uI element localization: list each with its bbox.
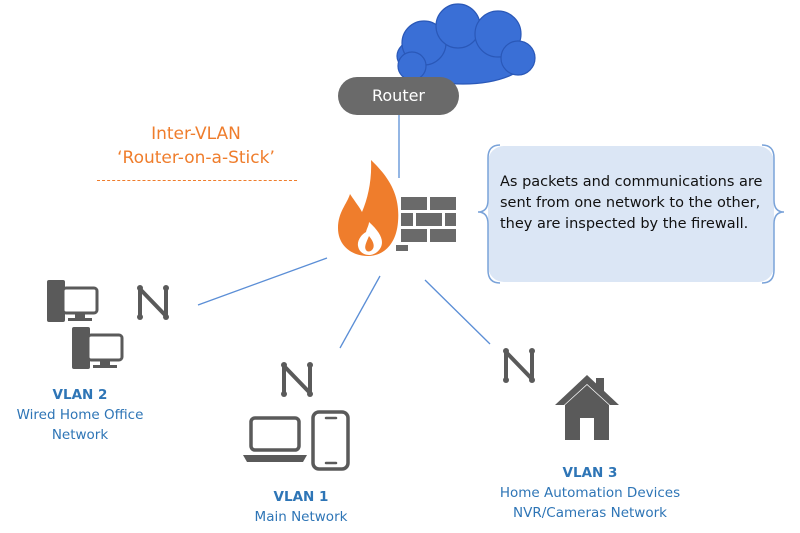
mobile-phone-icon bbox=[311, 410, 350, 471]
vlan-description: Network bbox=[51, 427, 109, 443]
firewall-icon bbox=[338, 160, 456, 256]
flame-core bbox=[365, 236, 374, 252]
callout-box bbox=[477, 144, 785, 284]
vlan-description: Main Network bbox=[254, 509, 348, 525]
firewall-vlan1-link bbox=[339, 275, 381, 349]
desktop-computer-icon bbox=[72, 327, 124, 369]
title-underline bbox=[97, 180, 297, 181]
laptop-icon bbox=[243, 416, 307, 462]
firewall-vlan2-link bbox=[197, 257, 328, 306]
vlan2-label: VLAN 2 Wired Home Office Network bbox=[5, 385, 155, 445]
house-icon bbox=[555, 375, 619, 440]
vlan-name: VLAN 2 bbox=[52, 387, 108, 403]
network-links bbox=[197, 115, 491, 349]
vlan-description: NVR/Cameras Network bbox=[513, 505, 667, 521]
vlan-description: Wired Home Office bbox=[16, 407, 144, 423]
network-switch-icon bbox=[137, 285, 169, 320]
vlan3-label: VLAN 3 Home Automation Devices NVR/Camer… bbox=[480, 463, 700, 523]
brick-wall bbox=[396, 197, 456, 251]
firewall-vlan3-link bbox=[424, 279, 491, 345]
vlan-name: VLAN 1 bbox=[273, 489, 329, 505]
right-brace bbox=[761, 144, 785, 284]
diagram-title-line2: ‘Router-on-a-Stick’ bbox=[117, 148, 275, 168]
vlan1-label: VLAN 1 Main Network bbox=[236, 487, 366, 527]
router-label: Router bbox=[371, 86, 426, 105]
diagram-title-line1: Inter-VLAN bbox=[151, 124, 241, 144]
callout-text: As packets and communications are sent f… bbox=[500, 174, 763, 232]
left-brace bbox=[477, 144, 501, 284]
vlan-description: Home Automation Devices bbox=[499, 485, 681, 501]
router-box[interactable] bbox=[338, 77, 459, 115]
flame-outer bbox=[338, 160, 399, 256]
network-switch-icon bbox=[503, 348, 535, 383]
cloud-icon bbox=[396, 3, 536, 85]
network-switch-icon bbox=[281, 362, 313, 397]
vlan-name: VLAN 3 bbox=[562, 465, 618, 481]
desktop-computer-icon bbox=[47, 280, 99, 322]
